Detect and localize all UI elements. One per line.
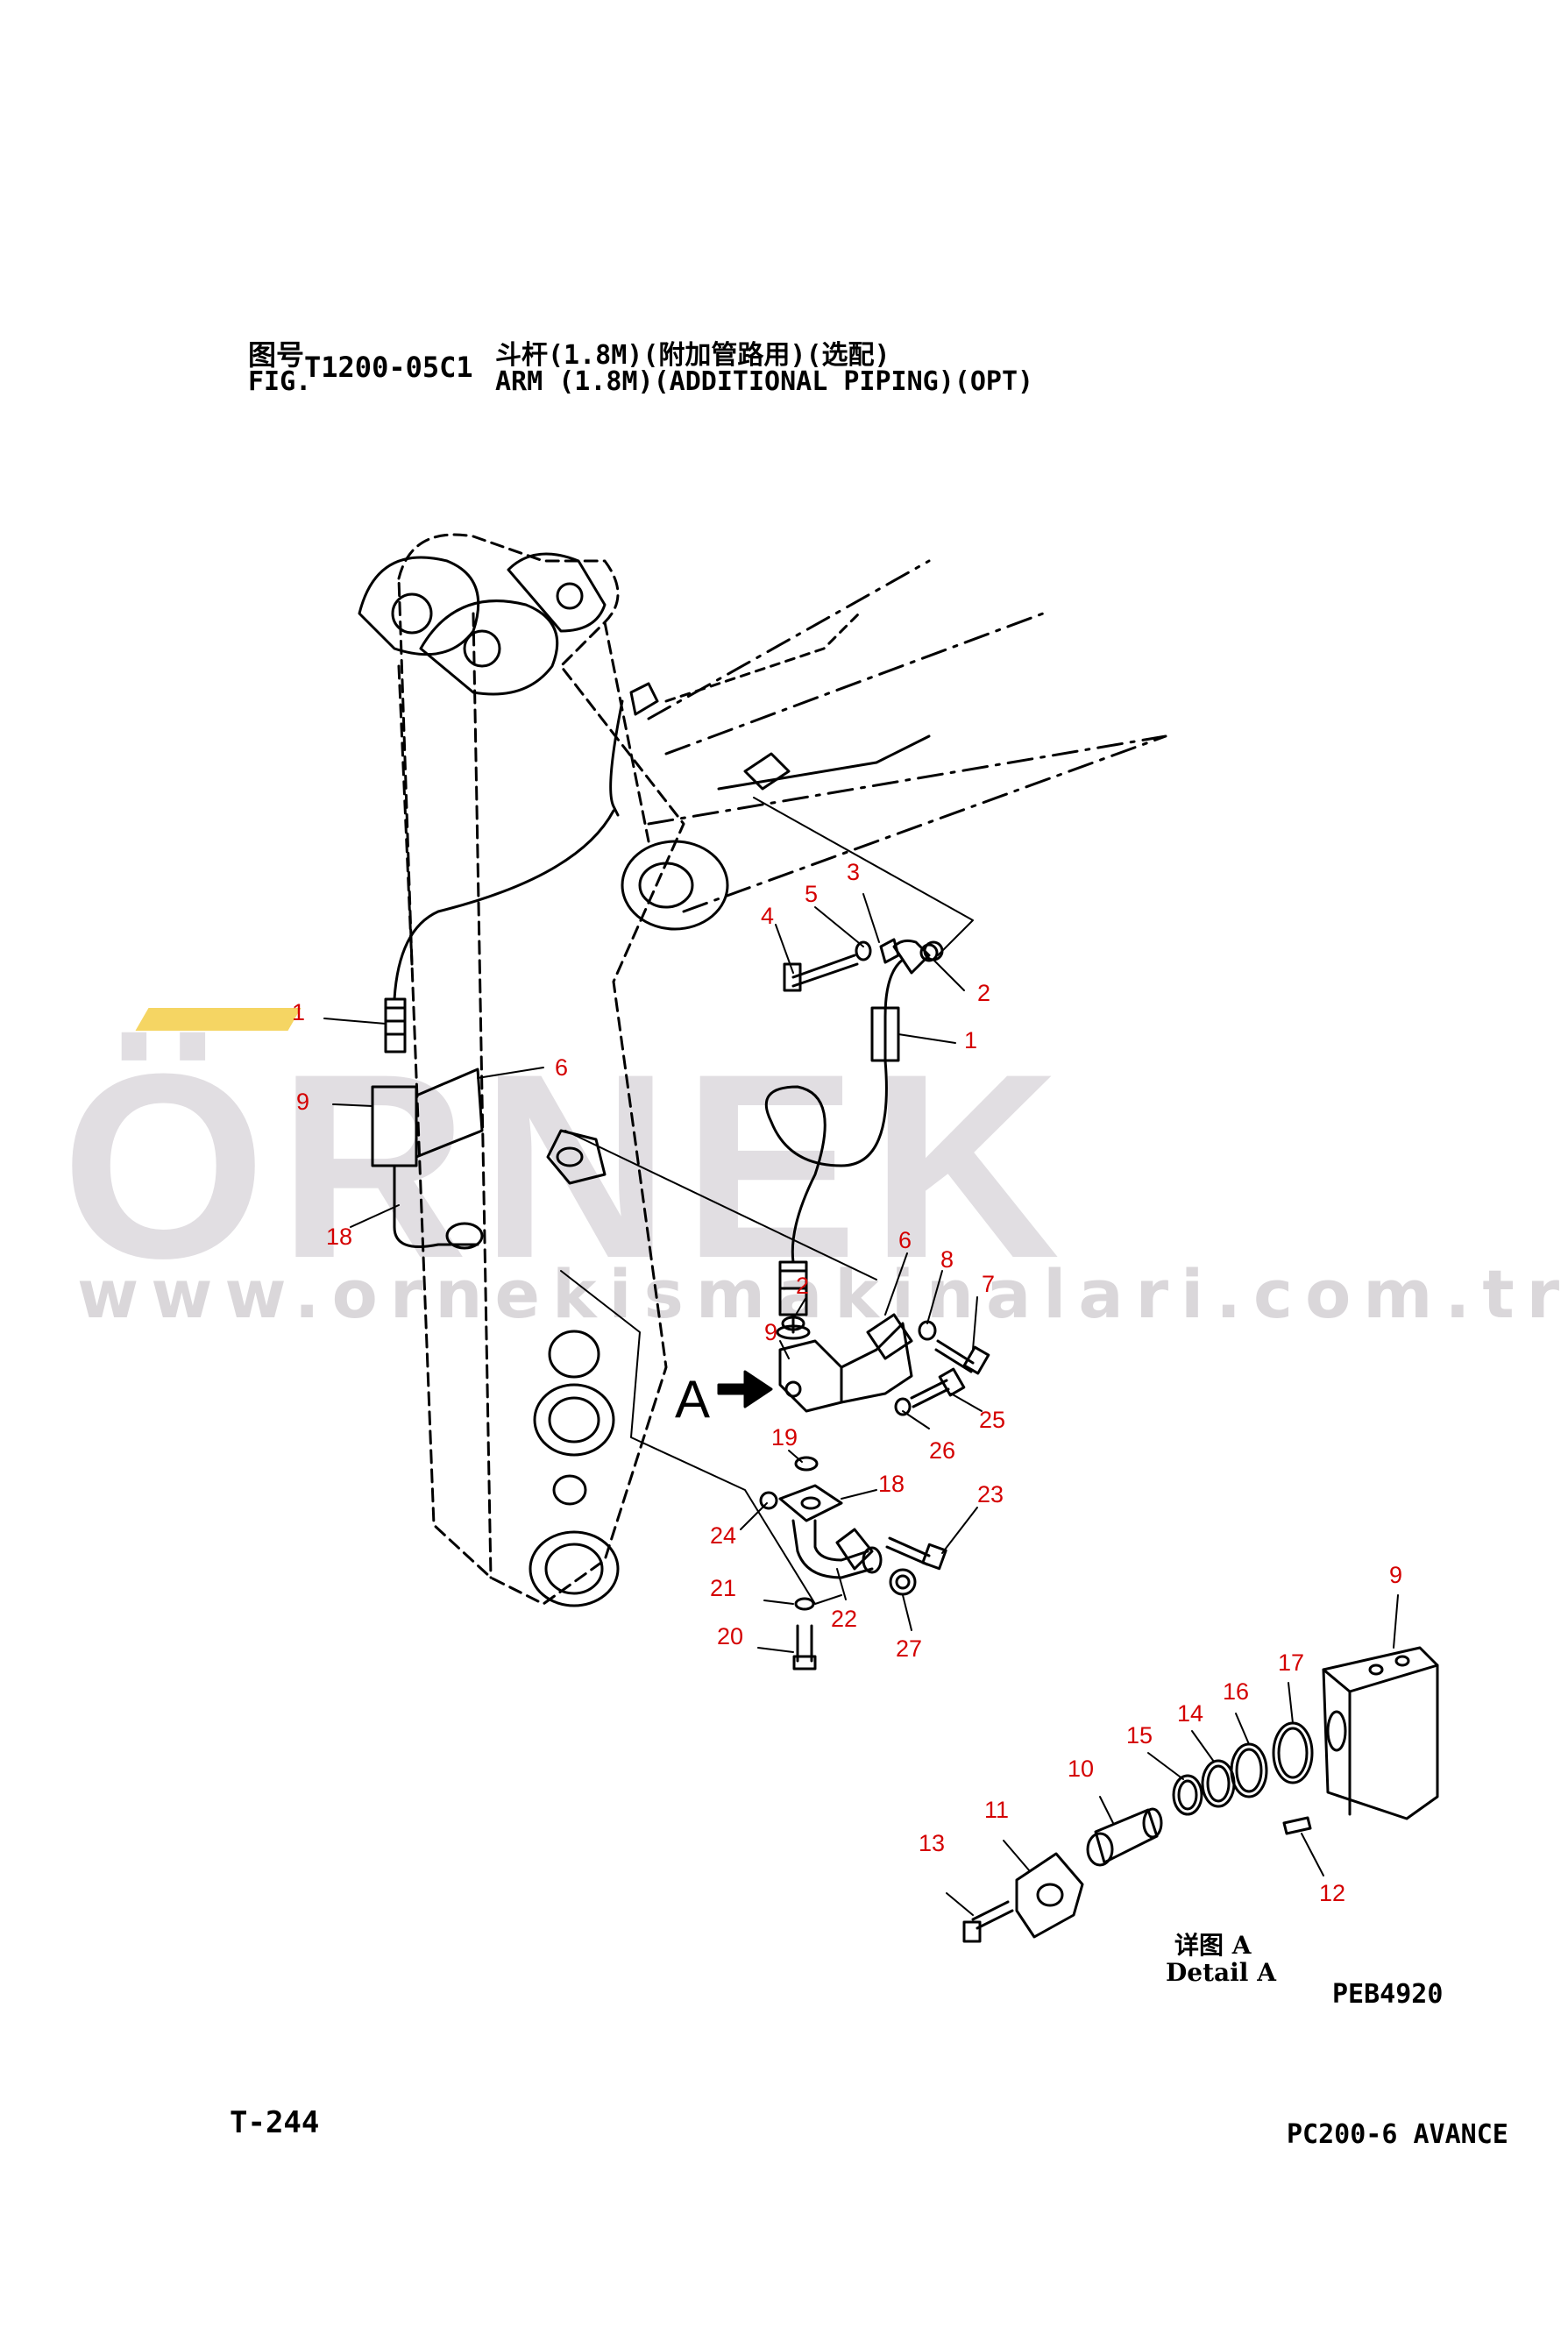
fig-label-en: FIG. <box>248 366 312 397</box>
detail-a-drawing <box>962 1646 1439 1943</box>
callout-1-left: 1 <box>292 999 306 1025</box>
callout-7: 7 <box>982 1271 996 1297</box>
machine-model: PC200-6 AVANCE <box>1287 2119 1508 2150</box>
page-number: T-244 <box>230 2105 320 2140</box>
callout-10: 10 <box>1068 1756 1095 1782</box>
callout-1-right: 1 <box>964 1027 978 1053</box>
callout-25: 25 <box>979 1407 1006 1433</box>
callout-27: 27 <box>896 1635 923 1662</box>
detail-arrow-label: A <box>675 1370 711 1429</box>
callout-24: 24 <box>710 1522 737 1549</box>
callout-6-left: 6 <box>555 1054 569 1081</box>
callout-22: 22 <box>831 1606 858 1632</box>
leader-lines <box>323 893 1399 1916</box>
callout-2-center: 2 <box>796 1273 810 1299</box>
detail-label-en: Detail A <box>1166 1958 1276 1987</box>
callout-12: 12 <box>1319 1880 1346 1906</box>
callout-8: 8 <box>940 1246 954 1273</box>
callout-23: 23 <box>977 1481 1004 1507</box>
detail-arrow <box>717 1370 773 1408</box>
callout-13: 13 <box>919 1830 946 1856</box>
detail-label-cn: 详图 A <box>1174 1931 1252 1960</box>
callout-9-center: 9 <box>764 1319 778 1345</box>
callout-14: 14 <box>1177 1700 1204 1727</box>
callout-9-left: 9 <box>296 1089 310 1115</box>
hoses <box>371 682 944 1340</box>
callout-6-center: 6 <box>898 1227 912 1253</box>
callout-18-center: 18 <box>878 1471 905 1497</box>
callout-2-top: 2 <box>977 980 991 1006</box>
title-cn: 斗杆(1.8M)(附加管路用)(选配) <box>495 340 890 371</box>
callout-9-detail: 9 <box>1389 1562 1403 1588</box>
callout-16: 16 <box>1223 1678 1250 1705</box>
callout-21: 21 <box>710 1575 737 1601</box>
callout-4: 4 <box>761 903 775 929</box>
watermark-logo: ÖRNEK <box>61 1018 1073 1313</box>
callout-18-left: 18 <box>326 1224 353 1250</box>
arm-body <box>358 533 1167 1607</box>
callout-15: 15 <box>1126 1722 1153 1749</box>
watermark-url: www.ornekismakinalari.com.tr <box>77 1255 1568 1333</box>
fig-code: T1200-05C1 <box>304 351 473 384</box>
callout-11: 11 <box>984 1797 1010 1823</box>
callout-26: 26 <box>929 1437 956 1464</box>
callout-19: 19 <box>771 1424 798 1451</box>
title-en: ARM (1.8M)(ADDITIONAL PIPING)(OPT) <box>495 366 1034 397</box>
figure-id: PEB4920 <box>1332 1979 1444 2010</box>
callout-5: 5 <box>805 881 819 907</box>
fig-label-cn: 图号 <box>248 338 305 372</box>
callout-20: 20 <box>717 1623 744 1649</box>
callout-3: 3 <box>847 859 861 885</box>
callout-17: 17 <box>1278 1649 1305 1676</box>
